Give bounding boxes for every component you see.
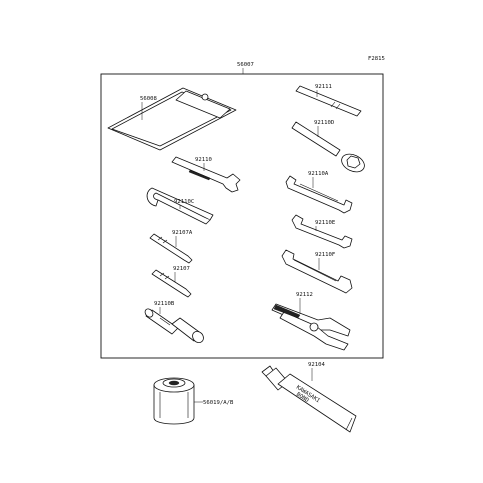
bond-tube: KAWASAKI BOND bbox=[261, 365, 357, 433]
handle-bar bbox=[295, 85, 362, 117]
part-label-92112: 92112 bbox=[296, 292, 313, 298]
part-label-92107: 92107 bbox=[173, 266, 190, 272]
part-label-92110F: 92110F bbox=[315, 252, 336, 258]
figure-code: F2815 bbox=[368, 56, 385, 62]
oil-filter bbox=[153, 377, 195, 425]
part-label-56008: 56008 bbox=[140, 96, 157, 102]
part-label-92110C: 92110C bbox=[174, 199, 194, 205]
spanner-92110E bbox=[291, 214, 353, 249]
spanner-92110 bbox=[171, 156, 241, 193]
part-label-92111: 92111 bbox=[315, 84, 332, 90]
part-label-92110B: 92110B bbox=[154, 301, 175, 307]
tool-pouch bbox=[107, 87, 237, 151]
box-wrench bbox=[291, 121, 365, 173]
screwdriver-92107A bbox=[149, 233, 193, 264]
kit-frame bbox=[100, 73, 384, 359]
pliers bbox=[271, 303, 351, 351]
screwdriver-92107 bbox=[151, 269, 192, 298]
spanner-92110A bbox=[285, 175, 353, 214]
part-label-92110E: 92110E bbox=[315, 220, 336, 226]
part-label-92110D: 92110D bbox=[314, 120, 335, 126]
part-label-92107A: 92107A bbox=[172, 230, 193, 236]
assembly-label: 56007 bbox=[237, 62, 254, 68]
hook-wrench bbox=[146, 187, 214, 225]
part-label-92110A: 92110A bbox=[308, 171, 329, 177]
spark-plug-wrench bbox=[144, 308, 204, 344]
spanner-92110F bbox=[281, 249, 353, 294]
part-label-92110: 92110 bbox=[195, 157, 212, 163]
part-label-56019: 56019/A/B bbox=[203, 400, 234, 406]
part-label-92104: 92104 bbox=[308, 362, 325, 368]
